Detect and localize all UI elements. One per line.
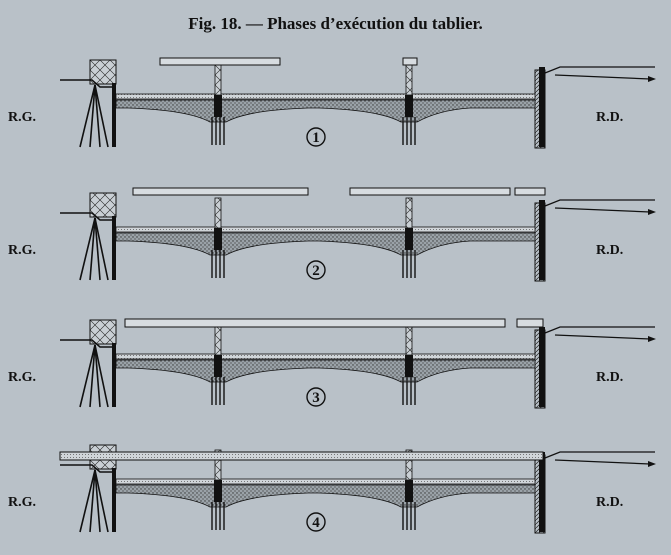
left-bank-label: R.G. — [8, 243, 36, 258]
left-bank-profile — [60, 464, 116, 473]
pier-right-column — [405, 64, 413, 96]
deck-slab — [115, 478, 536, 485]
right-bank-profile — [544, 451, 655, 459]
left-bank-label: R.G. — [8, 495, 36, 510]
pier-right-shaft — [405, 95, 413, 117]
phase-3 — [60, 318, 656, 409]
launch-girder-1 — [132, 187, 309, 196]
right-abutment-core — [539, 452, 545, 532]
pier-left-column — [214, 64, 222, 96]
left-bank-label: R.G. — [8, 370, 36, 385]
left-abutment-truss — [89, 319, 117, 345]
left-pile-0 — [79, 344, 96, 408]
deck-slab — [115, 93, 536, 100]
pier-left-shaft — [214, 355, 222, 377]
launch-girder-2 — [349, 187, 511, 196]
phase-4 — [59, 444, 656, 534]
right-bank-profile — [544, 66, 655, 74]
pier-left-shaft — [214, 95, 222, 117]
left-bank-profile — [60, 212, 116, 221]
left-pile-3 — [94, 84, 109, 148]
launch-girder-2 — [516, 318, 544, 328]
right-abutment-core — [539, 200, 545, 280]
right-bank-profile — [544, 326, 655, 334]
figure-title: Fig. 18. — Phases d’exécution du tablier… — [188, 14, 483, 33]
right-bank-label: R.D. — [596, 243, 623, 258]
right-cable-anchor — [648, 76, 656, 82]
right-cable — [554, 74, 651, 80]
launch-girder-3 — [514, 187, 546, 196]
launch-girder-2 — [402, 57, 418, 66]
left-pile-2 — [94, 217, 101, 281]
right-bank-label: R.D. — [596, 110, 623, 125]
left-abutment-truss — [89, 59, 117, 85]
phase-1 — [60, 57, 656, 149]
riverbed-foundation — [115, 99, 536, 123]
phase-number: 4 — [312, 515, 320, 531]
phase-number: 1 — [312, 130, 320, 146]
completed-deck — [59, 451, 544, 461]
left-abutment-wall — [112, 216, 116, 280]
pier-right-shaft — [405, 480, 413, 502]
left-abutment-wall — [112, 468, 116, 532]
phase-number-badge — [306, 260, 326, 280]
left-pile-0 — [79, 217, 96, 281]
riverbed-foundation — [115, 232, 536, 256]
left-pile-3 — [94, 344, 109, 408]
launch-girder-1 — [159, 57, 281, 66]
launch-girder-1 — [124, 318, 506, 328]
left-pile-2 — [94, 344, 101, 408]
pier-right-column — [405, 197, 413, 229]
right-cable-anchor — [648, 209, 656, 215]
pier-right-column — [405, 324, 413, 356]
pier-right-shaft — [405, 355, 413, 377]
right-cable — [554, 334, 651, 340]
riverbed-foundation — [115, 484, 536, 508]
left-pile-1 — [89, 344, 96, 408]
left-bank-label: R.G. — [8, 110, 36, 125]
right-cable — [554, 459, 651, 465]
right-bank-label: R.D. — [596, 370, 623, 385]
left-pile-1 — [89, 217, 96, 281]
phase-number-badge — [306, 512, 326, 532]
right-bank-label: R.D. — [596, 495, 623, 510]
left-pile-1 — [89, 469, 96, 533]
pier-left-shaft — [214, 480, 222, 502]
pier-left-shaft — [214, 228, 222, 250]
left-pile-1 — [89, 84, 96, 148]
left-abutment-wall — [112, 83, 116, 147]
left-pile-0 — [79, 469, 96, 533]
left-pile-0 — [79, 84, 96, 148]
phase-number: 3 — [312, 390, 320, 406]
right-cable — [554, 207, 651, 213]
phase-2 — [60, 187, 656, 282]
left-abutment-wall — [112, 343, 116, 407]
phase-number-badge — [306, 387, 326, 407]
left-pile-2 — [94, 84, 101, 148]
pier-left-column — [214, 324, 222, 356]
left-pile-3 — [94, 469, 109, 533]
right-cable-anchor — [648, 336, 656, 342]
pier-left-column — [214, 197, 222, 229]
deck-slab — [115, 226, 536, 233]
phase-number: 2 — [312, 263, 320, 279]
deck-slab — [115, 353, 536, 360]
right-abutment-core — [539, 327, 545, 407]
phase-number-badge — [306, 127, 326, 147]
riverbed-foundation — [115, 359, 536, 383]
left-bank-profile — [60, 79, 116, 88]
right-cable-anchor — [648, 461, 656, 467]
pier-right-shaft — [405, 228, 413, 250]
right-bank-profile — [544, 199, 655, 207]
left-abutment-truss — [89, 192, 117, 218]
left-bank-profile — [60, 339, 116, 348]
left-pile-2 — [94, 469, 101, 533]
left-pile-3 — [94, 217, 109, 281]
right-abutment-core — [539, 67, 545, 147]
